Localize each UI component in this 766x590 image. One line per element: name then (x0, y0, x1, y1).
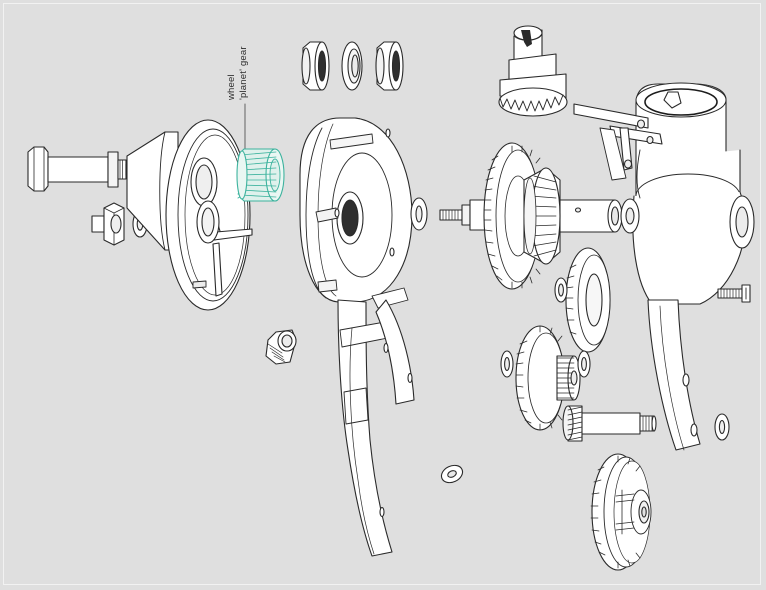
callout-line-2: wheel (226, 74, 237, 100)
part-small-eyelet (440, 464, 464, 484)
part-flywheel-disc (165, 119, 253, 311)
part-spindle-bolt (27, 146, 137, 192)
part-main-housing (620, 82, 755, 451)
part-bevel-gear (523, 167, 561, 265)
part-planet-gear-wheel (236, 148, 285, 202)
part-machine-screw (717, 284, 751, 303)
part-washer-right (714, 413, 730, 441)
part-housing-arm (337, 299, 415, 557)
part-worm-pinion (498, 25, 568, 117)
part-pinion-shaft (562, 405, 657, 442)
part-idler-gear (565, 247, 611, 353)
planet-gear-callout-label: 'planet' gear (238, 46, 249, 100)
planet-gear-callout-label-2: wheel (226, 74, 237, 100)
part-hex-nut (91, 202, 125, 246)
part-washer-idler (554, 277, 568, 303)
part-washer-mid (410, 197, 428, 231)
part-gearbox-cover (299, 117, 413, 309)
part-compound-gear (515, 325, 581, 431)
part-bushing-c (375, 41, 404, 91)
part-threaded-shaft (439, 199, 623, 233)
part-lever-arm (573, 103, 663, 199)
part-knurled-bushing (265, 329, 297, 365)
part-bushing-b (341, 41, 363, 91)
part-washer-pair (500, 350, 591, 378)
part-cone-hub (126, 131, 179, 251)
part-timing-pulley (590, 453, 652, 571)
callout-line-1: 'planet' gear (238, 46, 249, 100)
part-bushing-a (301, 41, 330, 91)
